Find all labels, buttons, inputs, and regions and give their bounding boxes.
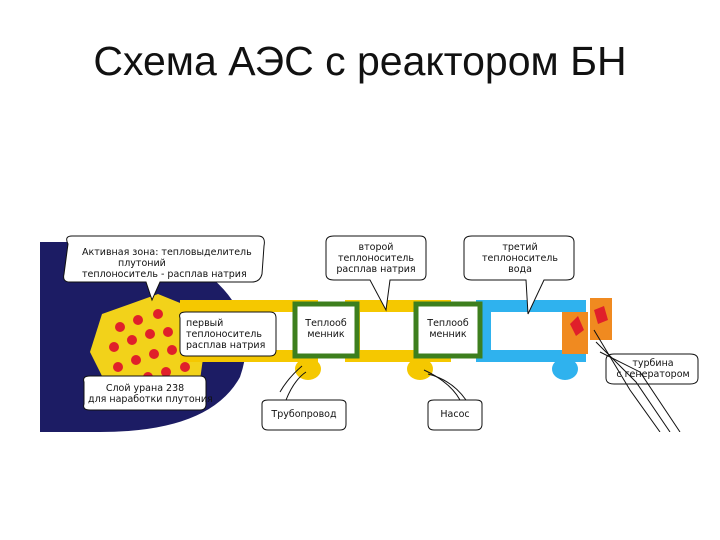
- callout-first-coolant: [179, 311, 277, 357]
- label-third-coolant: третий теплоноситель вода: [482, 242, 558, 275]
- turbine: [562, 298, 612, 354]
- callout-second-coolant: [325, 235, 427, 312]
- slide-title: Схема АЭС с реактором БН: [93, 38, 627, 84]
- label-active-zone: Активная зона: тепловыделитель плутоний …: [82, 247, 252, 280]
- callout-third-coolant: [463, 235, 575, 315]
- reactor-core: [90, 294, 205, 402]
- label-blanket: Слой урана 238 для наработки плутония: [88, 383, 213, 405]
- secondary-pump: [407, 358, 433, 380]
- diagram-svg: [40, 235, 699, 433]
- label-first-coolant: первый теплоноситель расплав натрия: [186, 318, 266, 351]
- heat-exchanger-1: [292, 301, 360, 359]
- callout-blanket: [83, 375, 207, 411]
- callout-turbine: [605, 353, 699, 385]
- callout-pipeline: [261, 399, 347, 431]
- label-turbine: турбина с генератором: [616, 358, 690, 380]
- label-heat-exchanger-2: Теплооб менник: [427, 318, 469, 340]
- label-pipeline: Трубопровод: [271, 409, 337, 420]
- callout-pump: [427, 399, 483, 431]
- npp-diagram: Активная зона: тепловыделитель плутоний …: [40, 232, 720, 433]
- label-second-coolant: второй теплоноситель расплав натрия: [336, 242, 416, 275]
- callout-active-zone: [63, 235, 265, 302]
- feed-pump: [552, 358, 578, 380]
- pointer-lines: [279, 329, 681, 433]
- primary-pump: [295, 358, 321, 380]
- label-pump: Насос: [440, 409, 470, 420]
- label-heat-exchanger-1: Теплооб менник: [305, 318, 347, 340]
- heat-exchanger-2: [413, 301, 483, 359]
